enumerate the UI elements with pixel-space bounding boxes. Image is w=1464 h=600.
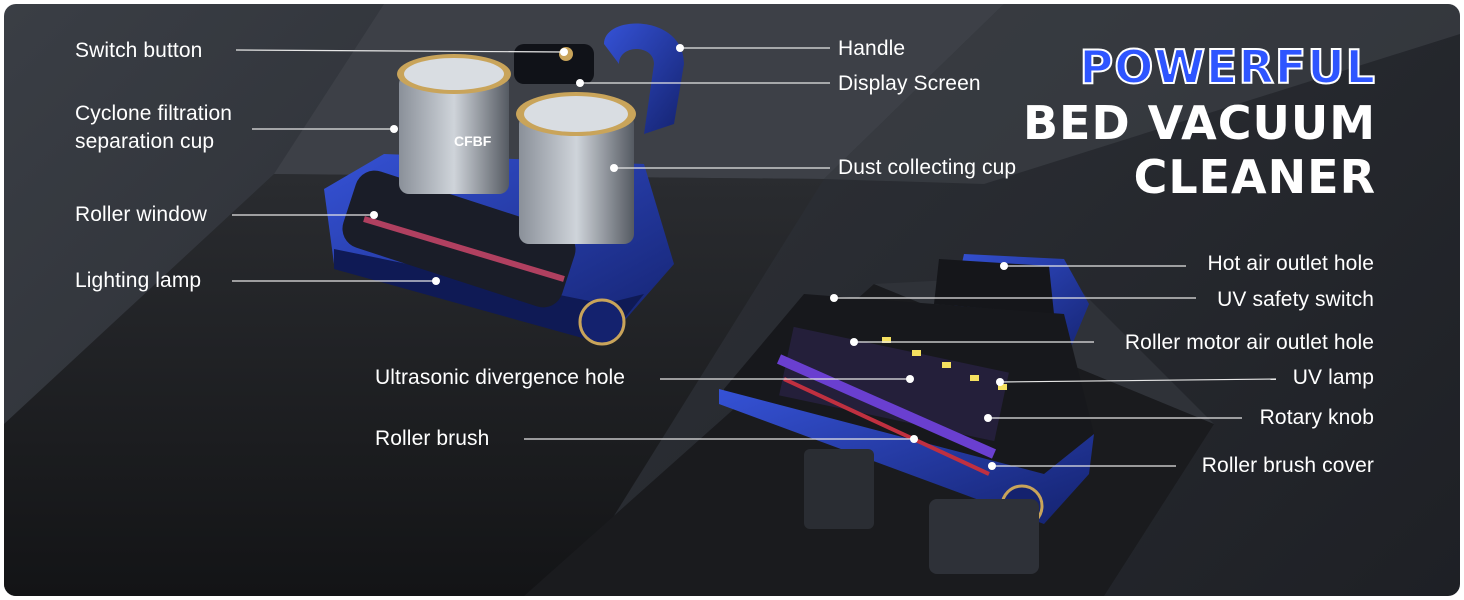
vacuum-top-view xyxy=(324,23,684,346)
label-rotary-knob: Rotary knob xyxy=(1259,406,1374,429)
label-roller-motor-outlet: Roller motor air outlet hole xyxy=(1124,331,1374,354)
label-roller-brush-cover: Roller brush cover xyxy=(1201,454,1374,477)
label-cyclone-cup-line2: separation cup xyxy=(75,130,215,153)
headline-line2: BED VACUUM xyxy=(1022,96,1376,150)
headline-accent: POWERFUL xyxy=(1079,39,1376,95)
label-display-screen: Display Screen xyxy=(838,72,981,95)
headline-line3: CLEANER xyxy=(1133,150,1376,204)
product-illustration: CFBF xyxy=(4,4,1460,596)
callout-dots xyxy=(370,44,1008,470)
label-ultrasonic-hole: Ultrasonic divergence hole xyxy=(375,366,626,389)
banner: CFBF Switch button Cyclone filtration se… xyxy=(4,4,1460,596)
label-switch-button: Switch button xyxy=(75,39,203,62)
label-lighting-lamp: Lighting lamp xyxy=(75,269,202,292)
label-uv-safety-switch: UV safety switch xyxy=(1217,288,1374,311)
label-hot-air-outlet: Hot air outlet hole xyxy=(1207,252,1374,275)
vacuum-bottom-view xyxy=(719,254,1094,574)
label-roller-brush: Roller brush xyxy=(375,427,490,450)
label-cyclone-cup-line1: Cyclone filtration xyxy=(75,102,233,125)
label-handle: Handle xyxy=(838,37,906,60)
callout-lines xyxy=(232,47,1277,467)
brand-logo: CFBF xyxy=(454,133,492,149)
label-uv-lamp: UV lamp xyxy=(1292,366,1374,389)
label-roller-window: Roller window xyxy=(75,203,208,226)
label-dust-cup: Dust collecting cup xyxy=(838,156,1017,179)
